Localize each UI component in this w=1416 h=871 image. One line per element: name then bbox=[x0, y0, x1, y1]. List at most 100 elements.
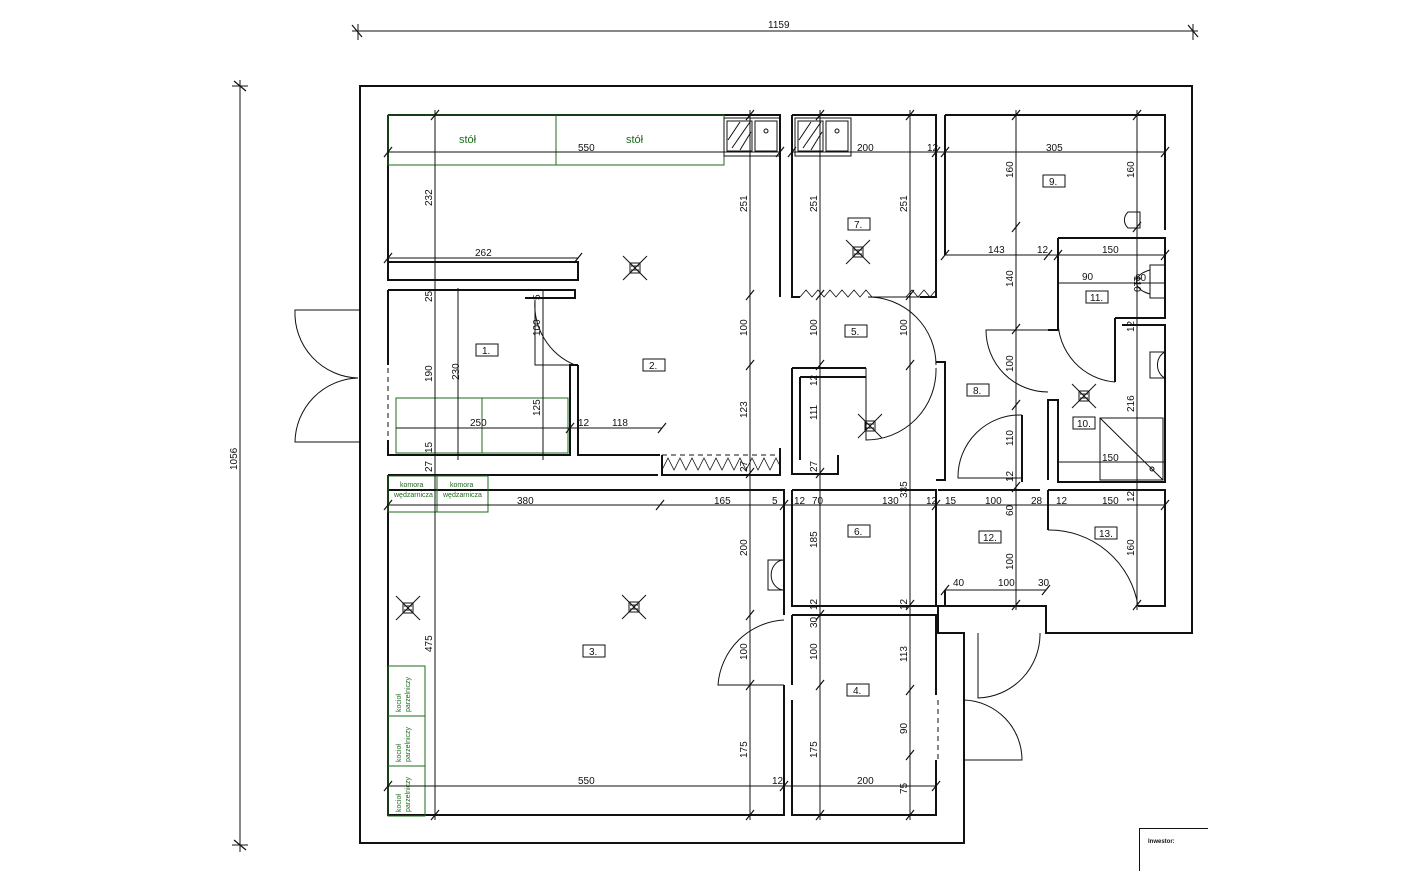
dim-190: 190 bbox=[424, 365, 435, 382]
dim-12k: 12 bbox=[809, 598, 820, 610]
opening-lines bbox=[387, 305, 1046, 760]
dim-12d: 12 bbox=[578, 418, 590, 429]
dim-335: 335 bbox=[899, 481, 910, 498]
dim-12l: 12 bbox=[899, 598, 910, 610]
dim-110a: 110 bbox=[1131, 276, 1142, 292]
dim-110b: 110 bbox=[1005, 430, 1016, 446]
dim-150b: 150 bbox=[1102, 453, 1119, 464]
dim-262: 262 bbox=[475, 248, 492, 259]
dim-12g: 12 bbox=[794, 496, 806, 507]
dim-160a: 160 bbox=[1005, 161, 1016, 178]
dim-12j: 12 bbox=[1126, 490, 1137, 502]
dim-27c: 27 bbox=[809, 460, 820, 472]
dim-175a: 175 bbox=[739, 741, 750, 758]
washbasin-icons bbox=[767, 211, 1166, 591]
dim-15b: 15 bbox=[945, 496, 957, 507]
dim-100d: 100 bbox=[899, 319, 910, 336]
dim-160c: 160 bbox=[1126, 539, 1137, 556]
dim-12f: 12 bbox=[1005, 470, 1016, 482]
dim-25a: 25 bbox=[424, 290, 435, 302]
furniture-boilers: kocioł parzelniczy kocioł parzelniczy ko… bbox=[387, 665, 426, 817]
smoker-label-1a: komora bbox=[400, 482, 423, 489]
dim-160b: 160 bbox=[1126, 161, 1137, 178]
dim-5a: 5 bbox=[532, 294, 543, 300]
dim-550b: 550 bbox=[578, 776, 595, 787]
dim-12: 12 bbox=[927, 143, 939, 154]
dim-251a: 251 bbox=[739, 195, 750, 212]
dim-27a: 27 bbox=[424, 460, 435, 472]
smoker-label-1b: wędzarnicza bbox=[393, 492, 433, 499]
floor-drain-icons bbox=[395, 239, 1097, 621]
dim-12e: 12 bbox=[809, 374, 820, 386]
dim-305: 305 bbox=[1046, 143, 1063, 154]
room-tag-9: 9. bbox=[1049, 177, 1057, 188]
dimension-ticks bbox=[383, 109, 1170, 821]
dim-550: 550 bbox=[578, 143, 595, 154]
dim-125: 125 bbox=[532, 399, 543, 416]
toilet-icon bbox=[1135, 264, 1165, 299]
dim-251b: 251 bbox=[809, 195, 820, 212]
dim-12c: 12 bbox=[1126, 320, 1137, 332]
dim-232: 232 bbox=[424, 189, 435, 206]
boiler-2a: kocioł bbox=[396, 744, 403, 762]
room-tag-7: 7. bbox=[854, 220, 862, 231]
sink-icon-room7 bbox=[794, 117, 852, 157]
room-tag-10: 10. bbox=[1077, 419, 1091, 430]
dim-12i: 12 bbox=[1056, 496, 1068, 507]
dim-30: 30 bbox=[1038, 578, 1050, 589]
table-label-1: stół bbox=[459, 134, 477, 146]
dim-27b: 27 bbox=[739, 460, 750, 472]
dim-216: 216 bbox=[1126, 395, 1137, 412]
furniture-smokers: komora wędzarnicza komora wędzarnicza bbox=[387, 475, 489, 513]
dim-15a: 15 bbox=[424, 441, 435, 453]
boiler-2b: parzelniczy bbox=[405, 726, 412, 762]
boiler-3b: parzelniczy bbox=[405, 776, 412, 812]
dim-150a: 150 bbox=[1102, 245, 1119, 256]
furniture-tables: stół stół bbox=[387, 114, 725, 454]
overall-width-dimension: 1159 bbox=[351, 20, 1199, 40]
exterior-walls bbox=[359, 85, 1193, 844]
room-tag-11: 11. bbox=[1090, 293, 1103, 304]
dim-200: 200 bbox=[857, 143, 874, 154]
dim-175b: 175 bbox=[809, 741, 820, 758]
dimension-labels: 550 200 12 305 232 251 251 251 160 160 2… bbox=[424, 143, 1147, 794]
investor-label: Inwestor: bbox=[1148, 839, 1175, 845]
dim-113: 113 bbox=[899, 646, 910, 662]
room-tag-5: 5. bbox=[851, 327, 859, 338]
overall-width-label: 1159 bbox=[768, 20, 790, 31]
dim-118: 118 bbox=[612, 418, 628, 429]
overall-height-dimension: 1056 bbox=[229, 80, 248, 852]
dim-30b: 30 bbox=[809, 616, 820, 628]
dim-60b: 60 bbox=[1005, 504, 1016, 516]
dim-200c: 200 bbox=[857, 776, 874, 787]
smoker-label-2b: wędzarnicza bbox=[442, 492, 482, 499]
dim-475: 475 bbox=[424, 635, 435, 652]
room-tag-1: 1. bbox=[482, 346, 490, 357]
door-arc-room1 bbox=[534, 299, 576, 366]
title-block: Inwestor: bbox=[1139, 828, 1208, 871]
dim-100a: 100 bbox=[532, 319, 543, 336]
dim-185: 185 bbox=[809, 531, 820, 548]
doors bbox=[294, 296, 1139, 761]
shower-icon bbox=[1099, 417, 1164, 481]
dim-380: 380 bbox=[517, 496, 534, 507]
boiler-1a: kocioł bbox=[396, 694, 403, 712]
room-tag-3: 3. bbox=[589, 647, 597, 658]
room-tag-4: 4. bbox=[853, 686, 861, 697]
dimension-lines bbox=[388, 110, 1165, 820]
dim-250: 250 bbox=[470, 418, 487, 429]
dim-251c: 251 bbox=[899, 195, 910, 212]
dim-12h: 12 bbox=[926, 496, 938, 507]
dim-100c: 100 bbox=[809, 319, 820, 336]
dim-60a: 60 bbox=[1135, 273, 1147, 284]
dim-90b: 90 bbox=[899, 722, 910, 734]
smoker-label-2a: komora bbox=[450, 482, 473, 489]
dim-90a: 90 bbox=[1082, 272, 1094, 283]
dim-143: 143 bbox=[988, 245, 1005, 256]
table-label-2: stół bbox=[626, 134, 644, 146]
dim-40: 40 bbox=[953, 578, 965, 589]
dim-200b: 200 bbox=[739, 539, 750, 556]
dim-100f: 100 bbox=[985, 496, 1002, 507]
dim-12m: 12 bbox=[772, 776, 784, 787]
dim-100i: 100 bbox=[739, 643, 750, 660]
